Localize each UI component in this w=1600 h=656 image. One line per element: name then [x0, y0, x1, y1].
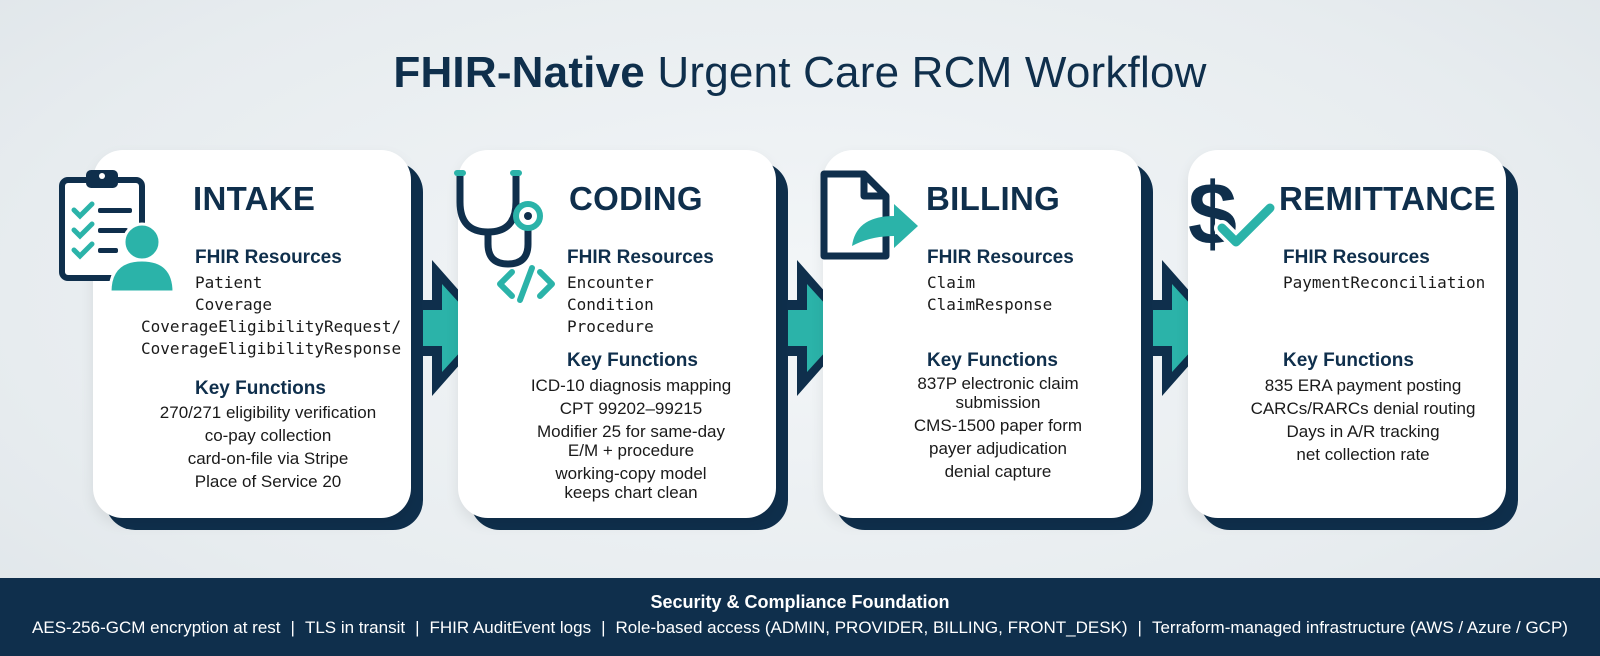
step-card-remittance: REMITTANCE FHIR Resources PaymentReconci…	[1188, 150, 1518, 530]
function-item: working-copy model	[555, 464, 707, 483]
function-item: card-on-file via Stripe	[187, 449, 349, 468]
resources-list: Patient Coverage CoverageEligibilityRequ…	[141, 272, 401, 360]
function-item: Place of Service 20	[194, 472, 342, 491]
flow-arrow-1	[398, 260, 492, 396]
step-title: BILLING	[926, 180, 1061, 217]
function-item: CPT 99202–99215	[559, 399, 703, 418]
resources-list: PaymentReconciliation	[1283, 272, 1503, 294]
resource-item: Encounter	[567, 273, 654, 292]
resource-item: Coverage	[195, 295, 273, 314]
resources-heading: FHIR Resources	[195, 247, 342, 268]
step-title: REMITTANCE	[1279, 180, 1496, 217]
functions-heading: Key Functions	[1283, 350, 1414, 371]
step-card-billing: BILLING FHIR Resources Claim ClaimRespon…	[823, 150, 1153, 530]
resources-heading: FHIR Resources	[1283, 247, 1430, 268]
function-item: Modifier 25 for same-day	[536, 422, 726, 441]
footer-item: Role-based access (ADMIN, PROVIDER, BILL…	[615, 618, 1128, 637]
resource-item: Procedure	[567, 317, 654, 336]
functions-list: 270/271 eligibility verification co-pay …	[123, 401, 413, 493]
resource-item: Claim	[927, 273, 976, 292]
function-item: 835 ERA payment posting	[1264, 376, 1462, 395]
footer-item: Terraform-managed infrastructure (AWS / …	[1151, 618, 1568, 637]
svg-text:$: $	[1188, 168, 1237, 263]
resource-item: CoverageEligibilityResponse	[141, 339, 402, 358]
title-rest: Urgent Care RCM Workflow	[657, 48, 1207, 97]
stethoscope-code-icon	[454, 170, 555, 303]
resource-item: CoverageEligibilityRequest/	[141, 317, 402, 336]
function-item: payer adjudication	[929, 439, 1067, 458]
function-item: Days in A/R tracking	[1286, 422, 1440, 441]
resources-heading: FHIR Resources	[567, 247, 714, 268]
resource-item: ClaimResponse	[927, 295, 1053, 314]
function-item: denial capture	[944, 462, 1052, 481]
function-item: ICD-10 diagnosis mapping	[530, 376, 732, 395]
functions-heading: Key Functions	[195, 378, 326, 399]
footer-item: AES-256-GCM encryption at rest	[32, 618, 281, 637]
resources-list: Encounter Condition Procedure	[567, 272, 767, 338]
step-title: INTAKE	[193, 180, 316, 217]
footer-items: AES-256-GCM encryption at rest|TLS in tr…	[32, 618, 1568, 637]
functions-heading: Key Functions	[927, 350, 1058, 371]
footer-item: TLS in transit	[304, 618, 406, 637]
function-item: keeps chart clean	[564, 483, 698, 502]
functions-list: 837P electronic claim submission CMS-150…	[851, 374, 1145, 483]
resource-item: Patient	[195, 273, 263, 292]
function-item: 837P electronic claim	[917, 374, 1079, 393]
function-item: submission	[955, 393, 1041, 412]
functions-heading: Key Functions	[567, 350, 698, 371]
title-bold: FHIR-Native	[393, 48, 645, 97]
step-title: CODING	[569, 180, 703, 217]
function-item: E/M + procedure	[567, 441, 695, 460]
clipboard-checklist-user-icon	[59, 170, 176, 294]
document-send-icon	[820, 170, 918, 260]
footer-item: FHIR AuditEvent logs	[429, 618, 592, 637]
step-card-intake: INTAKE FHIR Resources Patient Coverage C…	[93, 150, 423, 530]
function-item: net collection rate	[1296, 445, 1430, 464]
functions-list: ICD-10 diagnosis mapping CPT 99202–99215…	[486, 374, 776, 502]
function-item: CARCs/RARCs denial routing	[1250, 399, 1476, 418]
dollar-check-icon: $	[1188, 168, 1278, 263]
function-item: 270/271 eligibility verification	[159, 403, 377, 422]
resource-item: PaymentReconciliation	[1283, 273, 1486, 292]
resources-list: Claim ClaimResponse	[927, 272, 1127, 316]
function-item: co-pay collection	[204, 426, 332, 445]
flow-arrow-2	[763, 260, 857, 396]
compliance-footer: Security & Compliance Foundation AES-256…	[0, 578, 1600, 656]
page-title: FHIR-Native Urgent Care RCM Workflow	[0, 48, 1600, 98]
flow-arrow-3	[1128, 260, 1222, 396]
resource-item: Condition	[567, 295, 654, 314]
resources-heading: FHIR Resources	[927, 247, 1074, 268]
footer-heading: Security & Compliance Foundation	[650, 592, 950, 612]
function-item: CMS-1500 paper form	[913, 416, 1083, 435]
functions-list: 835 ERA payment posting CARCs/RARCs deni…	[1216, 374, 1510, 466]
